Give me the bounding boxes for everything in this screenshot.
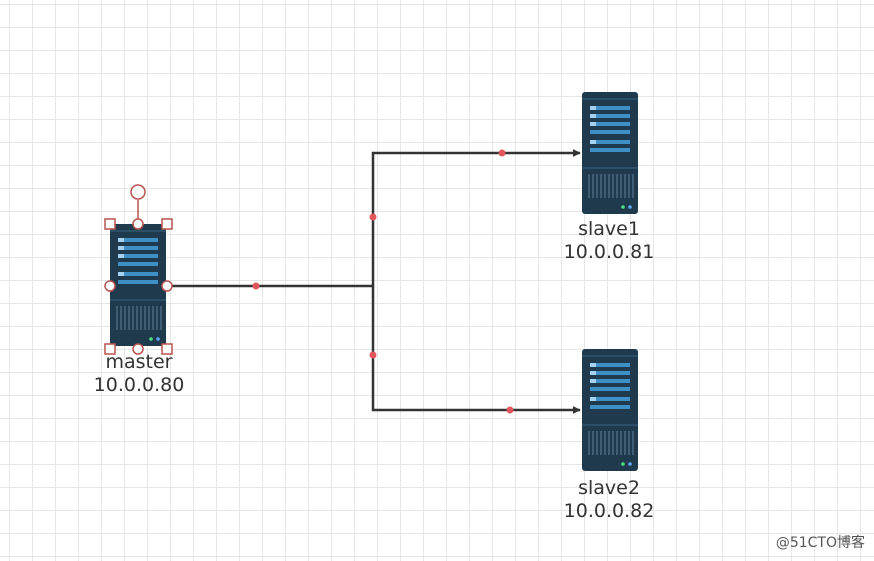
node-ip: 10.0.0.81 [563,241,655,263]
server-icon-slave2[interactable] [581,348,639,472]
edge-waypoint-handle[interactable] [252,282,260,290]
connection-point-e[interactable] [161,280,173,292]
watermark: @51CTO博客 [775,535,865,551]
node-ip: 10.0.0.82 [563,500,655,522]
edge-waypoint-handle[interactable] [369,351,377,359]
rotate-handle[interactable] [130,184,146,200]
node-label-master: master 10.0.0.80 [69,351,209,397]
resize-handle-nw[interactable] [104,218,116,230]
edge-master-to-slave2[interactable] [371,286,581,414]
node-name: master [105,351,173,373]
resize-handle-ne[interactable] [161,218,173,230]
resize-handle-n[interactable] [132,218,144,230]
node-name: slave2 [578,477,640,499]
resize-handle-s[interactable] [132,343,144,355]
edge-waypoint-handle[interactable] [506,406,514,414]
edge-waypoint-handle[interactable] [369,213,377,221]
node-label-slave1: slave1 10.0.0.81 [539,218,679,264]
resize-handle-sw[interactable] [104,343,116,355]
node-ip: 10.0.0.80 [93,374,185,396]
server-icon-master[interactable] [109,223,167,347]
selection-handles[interactable] [104,184,173,355]
edge-waypoint-handle[interactable] [498,149,506,157]
server-icon-slave1[interactable] [581,91,639,215]
resize-handle-se[interactable] [161,343,173,355]
node-label-slave2: slave2 10.0.0.82 [539,477,679,523]
connection-point-w[interactable] [104,280,116,292]
node-name: slave1 [578,218,640,240]
